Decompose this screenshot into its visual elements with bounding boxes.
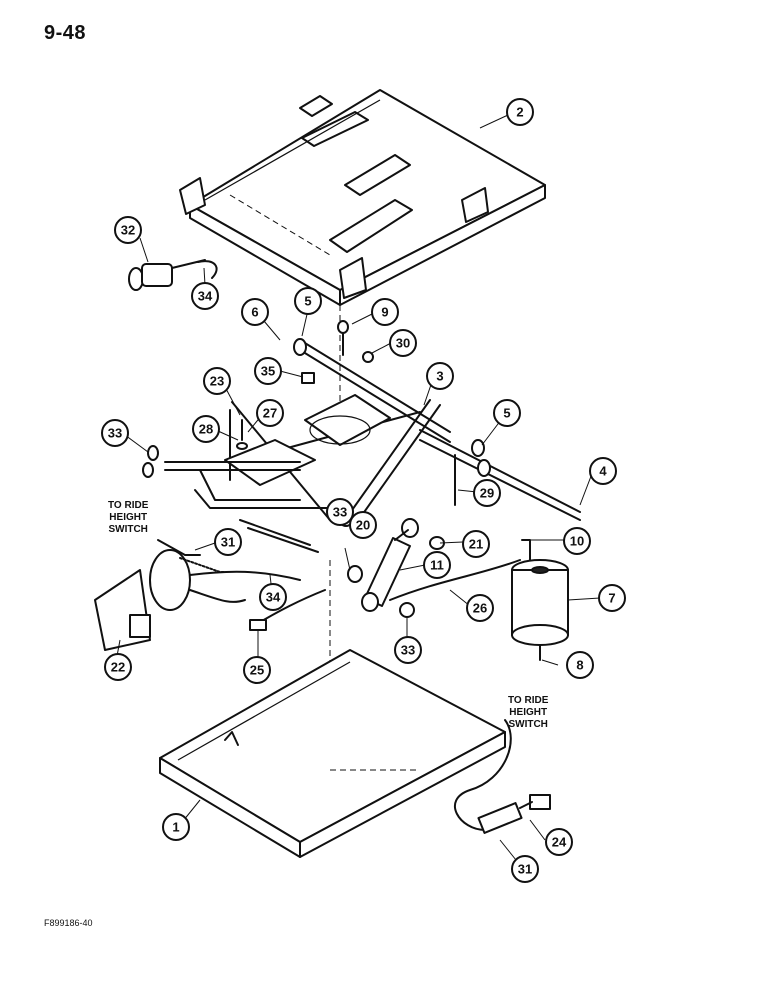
callout-10: 10 bbox=[563, 527, 591, 555]
callout-label: 26 bbox=[473, 601, 487, 616]
callout-33: 33 bbox=[394, 636, 422, 664]
callout-33: 33 bbox=[326, 498, 354, 526]
callout-label: 3 bbox=[436, 369, 443, 384]
callout-label: 21 bbox=[469, 537, 483, 552]
callout-label: 7 bbox=[608, 591, 615, 606]
callout-28: 28 bbox=[192, 415, 220, 443]
air-line bbox=[389, 559, 521, 601]
callout-1: 1 bbox=[162, 813, 190, 841]
callout-label: 35 bbox=[261, 364, 275, 379]
callout-31: 31 bbox=[511, 855, 539, 883]
callout-4: 4 bbox=[589, 457, 617, 485]
callout-label: 2 bbox=[516, 105, 523, 120]
callout-label: 29 bbox=[480, 486, 494, 501]
callout-8: 8 bbox=[566, 651, 594, 679]
note-ride-height-switch-upper: TO RIDE HEIGHT SWITCH bbox=[108, 500, 149, 535]
callout-label: 31 bbox=[518, 862, 532, 877]
callout-9: 9 bbox=[371, 298, 399, 326]
callout-33: 33 bbox=[101, 419, 129, 447]
callout-11: 11 bbox=[423, 551, 451, 579]
callout-label: 27 bbox=[263, 406, 277, 421]
callout-label: 22 bbox=[111, 660, 125, 675]
callout-22: 22 bbox=[104, 653, 132, 681]
callout-23: 23 bbox=[203, 367, 231, 395]
compressor bbox=[94, 539, 326, 651]
callout-label: 33 bbox=[108, 426, 122, 441]
seat-base-plate bbox=[159, 649, 506, 858]
seat-top-plate bbox=[179, 89, 546, 306]
callout-label: 31 bbox=[221, 535, 235, 550]
scissor-frame bbox=[142, 320, 581, 583]
callout-label: 33 bbox=[401, 643, 415, 658]
callout-label: 5 bbox=[503, 406, 510, 421]
callout-label: 9 bbox=[381, 305, 388, 320]
callout-3: 3 bbox=[426, 362, 454, 390]
callout-26: 26 bbox=[466, 594, 494, 622]
callout-label: 4 bbox=[599, 464, 607, 479]
callout-label: 10 bbox=[570, 534, 584, 549]
callout-31: 31 bbox=[214, 528, 242, 556]
callout-label: 5 bbox=[304, 294, 311, 309]
callout-label: 33 bbox=[333, 505, 347, 520]
callout-2: 2 bbox=[506, 98, 534, 126]
callout-label: 1 bbox=[172, 820, 179, 835]
callout-label: 20 bbox=[356, 518, 370, 533]
callout-27: 27 bbox=[256, 399, 284, 427]
callout-label: 32 bbox=[121, 223, 135, 238]
callout-label: 8 bbox=[576, 658, 583, 673]
callout-5: 5 bbox=[294, 287, 322, 315]
callout-label: 34 bbox=[198, 289, 213, 304]
callout-7: 7 bbox=[598, 584, 626, 612]
air-spring bbox=[511, 539, 569, 661]
callout-6: 6 bbox=[241, 298, 269, 326]
wiring-harness bbox=[454, 719, 551, 834]
callout-20: 20 bbox=[349, 511, 377, 539]
callout-32: 32 bbox=[114, 216, 142, 244]
shock-absorber bbox=[361, 518, 419, 618]
page-number: 9-48 bbox=[44, 22, 87, 44]
callout-35: 35 bbox=[254, 357, 282, 385]
callout-label: 30 bbox=[396, 336, 410, 351]
callout-label: 6 bbox=[251, 305, 258, 320]
callout-label: 23 bbox=[210, 374, 224, 389]
callout-25: 25 bbox=[243, 656, 271, 684]
callout-21: 21 bbox=[462, 530, 490, 558]
callout-label: 25 bbox=[250, 663, 264, 678]
callout-5: 5 bbox=[493, 399, 521, 427]
adjustment-knob bbox=[128, 259, 218, 291]
callout-24: 24 bbox=[545, 828, 573, 856]
callout-label: 34 bbox=[266, 590, 281, 605]
callout-label: 11 bbox=[430, 558, 444, 573]
callout-30: 30 bbox=[389, 329, 417, 357]
callout-label: 28 bbox=[199, 422, 213, 437]
callout-29: 29 bbox=[473, 479, 501, 507]
note-ride-height-switch-lower: TO RIDE HEIGHT SWITCH bbox=[508, 695, 549, 730]
callout-34: 34 bbox=[191, 282, 219, 310]
callout-label: 24 bbox=[552, 835, 567, 850]
figure-code: F899186-40 bbox=[44, 918, 93, 928]
callout-34: 34 bbox=[259, 583, 287, 611]
